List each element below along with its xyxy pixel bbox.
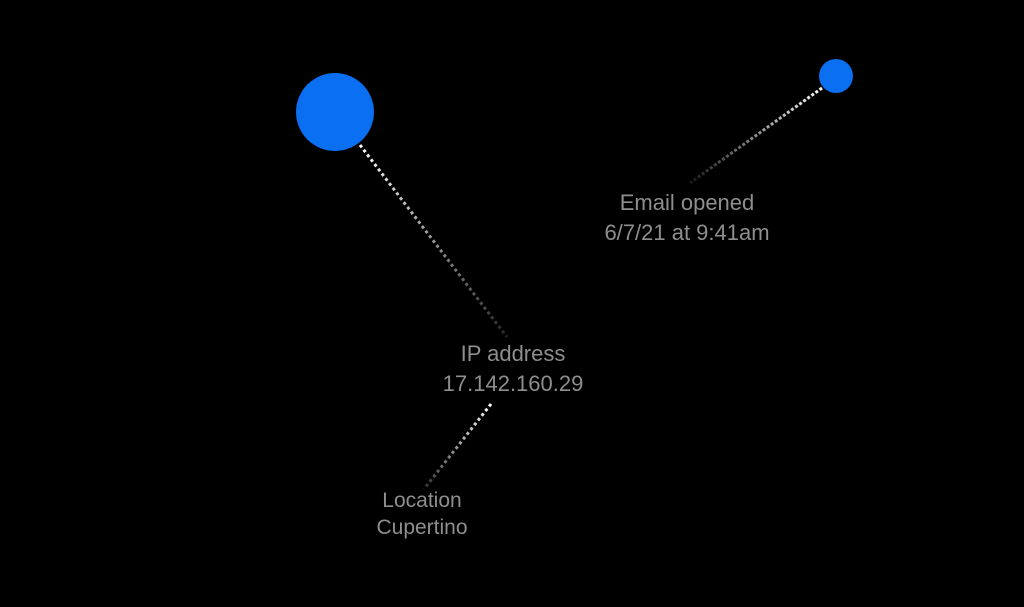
ip-address-label: IP address 17.142.160.29 xyxy=(443,339,584,399)
ip-address-value: 17.142.160.29 xyxy=(442,371,584,396)
location-title: Location xyxy=(382,489,462,512)
email-opened-title: Email opened xyxy=(619,190,755,215)
secondary-node-circle[interactable] xyxy=(819,59,853,93)
email-opened-label: Email opened 6/7/21 at 9:41am xyxy=(604,188,769,248)
location-label: Location Cupertino xyxy=(376,487,467,541)
ip-address-title: IP address xyxy=(460,341,566,366)
location-value: Cupertino xyxy=(376,516,468,539)
link-ip-to-location xyxy=(422,403,493,490)
link-secondary-to-email xyxy=(689,86,823,185)
primary-node-circle[interactable] xyxy=(296,73,374,151)
email-opened-timestamp: 6/7/21 at 9:41am xyxy=(604,220,770,245)
link-primary-to-ip xyxy=(358,144,509,338)
